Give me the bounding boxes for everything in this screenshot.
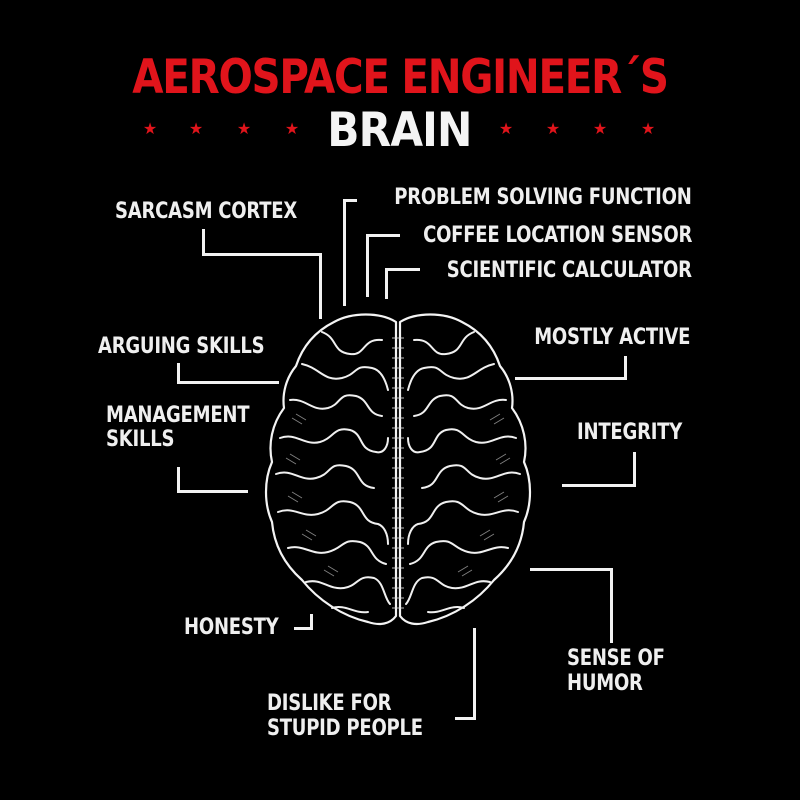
star-icon: ★ [142,119,158,138]
star-icon: ★ [188,119,204,138]
label-honesty: HONESTY [184,615,279,640]
label-scientific-calculator: SCIENTIFIC CALCULATOR [447,258,692,283]
connector-line [633,452,636,487]
star-icon: ★ [545,119,561,138]
connector-line [455,717,476,720]
connector-line [177,490,248,493]
label-coffee-sensor: COFFEE LOCATION SENSOR [422,223,692,248]
star-icon: ★ [640,119,656,138]
connector-line [385,268,420,271]
connector-line [310,614,313,630]
connector-line [177,467,180,493]
connector-line [562,484,636,487]
connector-line [202,253,322,256]
star-icon: ★ [236,119,252,138]
page-title: AEROSPACE ENGINEER´S [132,50,669,105]
connector-line [294,627,313,630]
star-icon: ★ [592,119,608,138]
connector-line [202,229,205,256]
connector-line [366,234,400,237]
star-icon: ★ [284,119,300,138]
label-sense-line1: SENSE OF [567,646,665,671]
label-dislike-line2: STUPID PEOPLE [267,716,423,741]
label-integrity: INTEGRITY [576,420,682,445]
label-arguing-skills: ARGUING SKILLS [98,334,265,359]
label-dislike-line1: DISLIKE FOR [267,691,392,716]
label-management-line2: SKILLS [106,427,175,452]
connector-line [610,568,613,643]
brain-icon [264,313,532,626]
label-sarcasm-cortex: SARCASM CORTEX [115,199,298,224]
connector-line [515,377,627,380]
page-subtitle: BRAIN [327,103,472,158]
label-sense-line2: HUMOR [567,671,643,696]
connector-line [319,253,322,319]
star-icon: ★ [498,119,514,138]
label-management-line1: MANAGEMENT [106,403,250,428]
label-problem-solving: PROBLEM SOLVING FUNCTION [394,185,693,210]
connector-line [366,234,369,297]
connector-line [530,568,613,571]
connector-line [473,628,476,720]
connector-line [343,199,346,306]
connector-line [177,363,180,384]
connector-line [343,199,357,202]
connector-line [385,268,388,299]
connector-line [624,356,627,380]
connector-line [177,381,279,384]
label-mostly-active: MOSTLY ACTIVE [534,325,690,350]
